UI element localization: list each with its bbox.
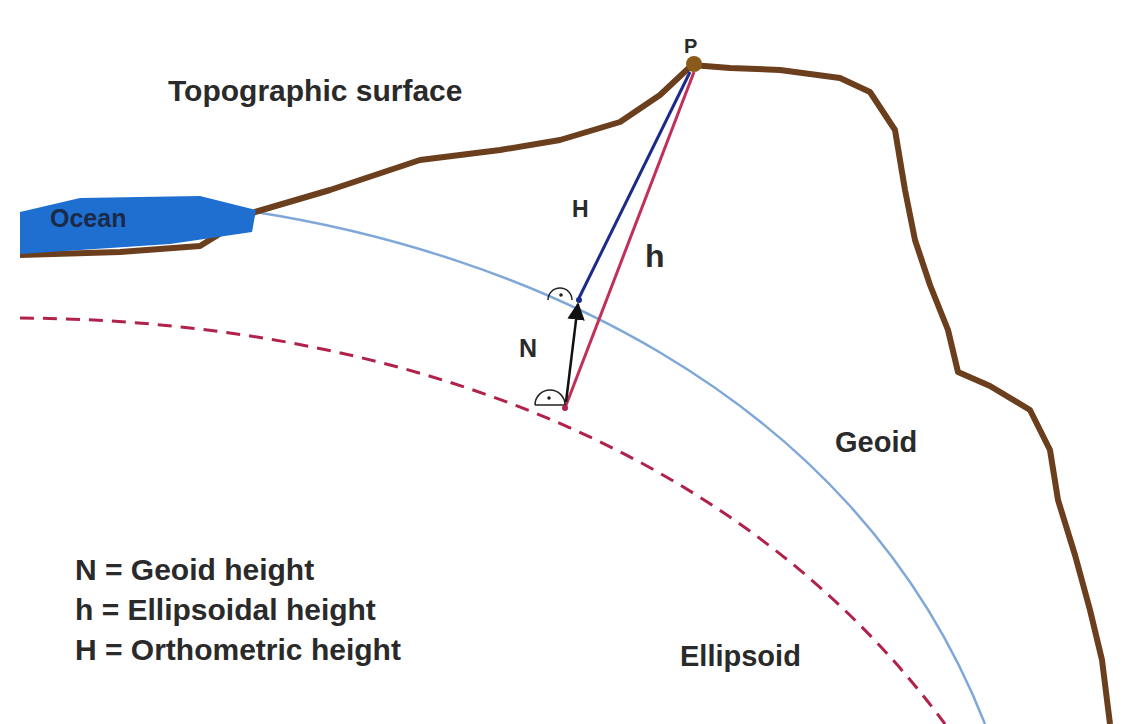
ocean-region: Ocean: [20, 192, 256, 256]
geoid-height-arrow: [566, 304, 578, 402]
ellipsoid-curve: [20, 318, 945, 724]
height-symbol: h: [645, 240, 665, 272]
right-angle-dot: [547, 396, 551, 400]
height-symbol: H: [572, 198, 589, 221]
surface-label: Geoid: [835, 428, 917, 457]
legend-text: h = Ellipsoidal height: [75, 595, 376, 625]
ellipsoid-point: [562, 405, 568, 411]
ocean-fill: [20, 196, 256, 254]
legend-text: N = Geoid height: [75, 555, 314, 585]
point-label: P: [684, 36, 697, 56]
geoid-point: [576, 297, 582, 303]
ellipsoidal-line: [565, 72, 694, 408]
legend-text: H = Orthometric height: [75, 635, 401, 665]
orthometric-line: [579, 72, 690, 298]
region-name: Ocean: [50, 206, 126, 231]
surface-label: Ellipsoid: [680, 642, 801, 671]
topographic-line: [20, 65, 1110, 724]
right-angle-mark: [548, 288, 572, 300]
height-symbol: N: [519, 336, 537, 361]
surface-label: Topographic surface: [168, 76, 463, 106]
right-angle-dot: [559, 293, 563, 297]
right-angle-mark: [535, 390, 565, 405]
point-p: [686, 56, 702, 72]
